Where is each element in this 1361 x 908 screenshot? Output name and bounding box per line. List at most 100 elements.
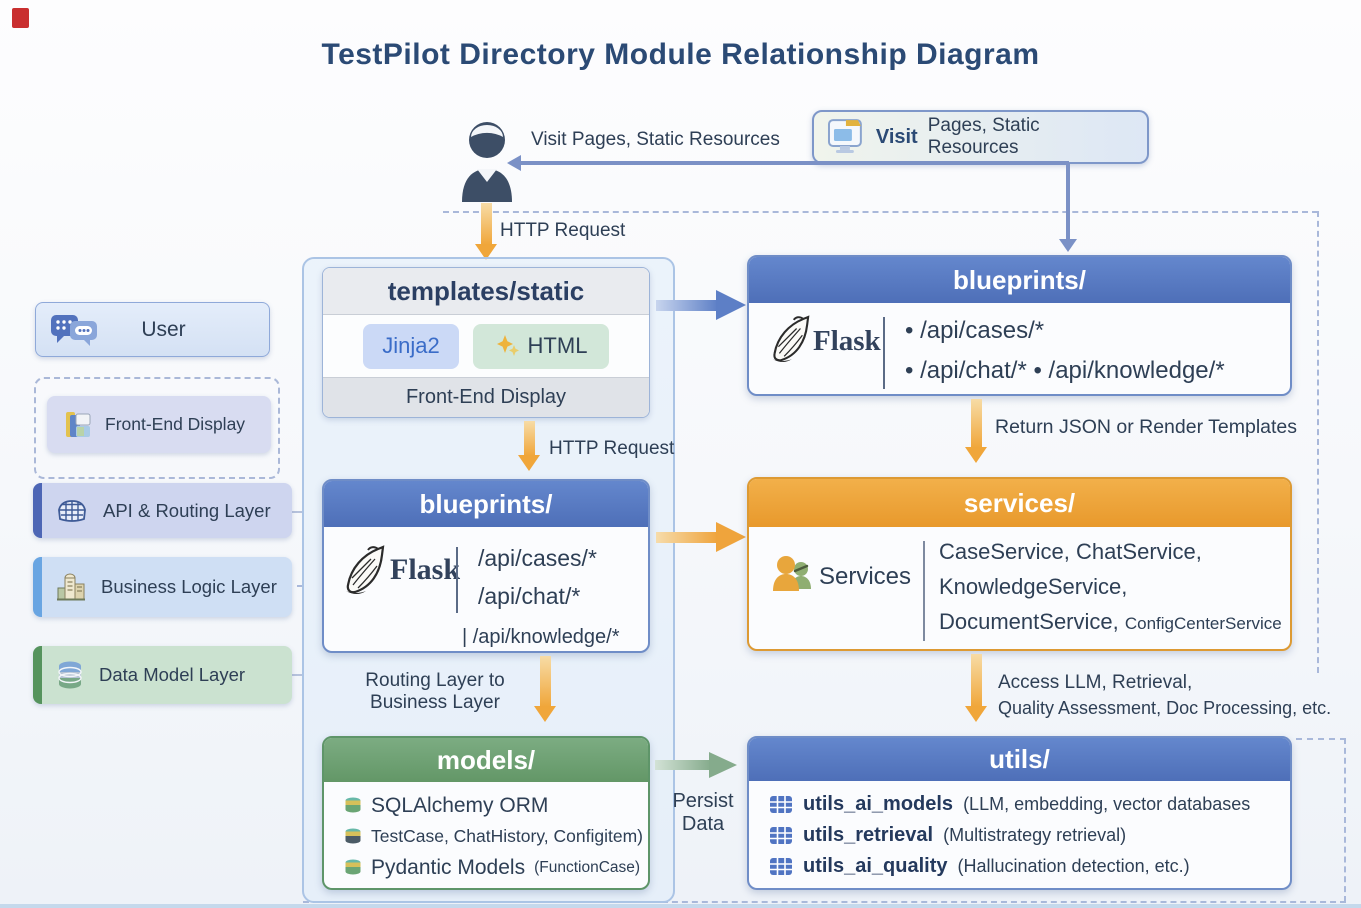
utils-row: utils_retrieval (Multistrategy retrieval… (769, 824, 1126, 847)
blueprints-right-body: Flask • /api/cases/* • /api/chat/* • /ap… (749, 303, 1290, 394)
visit-pages-label: Visit Pages, Static Resources (531, 129, 780, 150)
page-title: TestPilot Directory Module Relationship … (321, 38, 1040, 71)
visit-to-blueprints-arrow-line (1066, 163, 1070, 240)
models-to-utils-arrow (655, 760, 711, 770)
flask-feather-icon (346, 545, 385, 594)
utils-body: utils_ai_models (LLM, embedding, vector … (749, 781, 1290, 888)
dashed-right-lower-line (1344, 738, 1346, 902)
table-grid-icon (770, 827, 792, 844)
routing-arrow (540, 656, 551, 707)
legend-connector (291, 511, 303, 513)
visit-to-user-arrow-line (520, 161, 1069, 165)
services-box: services/ Services CaseService, ChatServ… (747, 477, 1292, 651)
model-row: SQLAlchemy ORM (344, 794, 548, 818)
models-box: models/ SQLAlchemy ORM TestCase, ChatHis… (322, 736, 650, 890)
api-grid-icon (58, 499, 86, 522)
flask-feather-icon (772, 315, 810, 363)
utils-row: utils_ai_quality (Hallucination detectio… (769, 855, 1190, 878)
route-chat: /api/chat/* (478, 583, 581, 609)
services-label: Services (819, 563, 912, 590)
templates-static-body: Jinja2 HTML (323, 315, 649, 377)
access-llm-arrow (971, 654, 982, 707)
return-json-arrowhead (965, 447, 987, 463)
services-title: services/ (749, 479, 1290, 527)
http-request-label-2: HTTP Request (549, 438, 675, 459)
sparkles-icon (496, 335, 519, 356)
routing-arrowhead (534, 706, 556, 722)
models-title: models/ (324, 738, 648, 782)
visit-box-rest-label: Pages, Static Resources (927, 115, 1040, 158)
user-icon (462, 122, 512, 202)
route-bullet-1: • /api/cases/* (905, 317, 1045, 344)
model-row: Pydantic Models (FunctionCase) (344, 856, 640, 880)
blueprints-center-body: Flask /api/cases/* /api/chat/* | /api/kn… (324, 527, 648, 651)
blueprints-center-title: blueprints/ (324, 481, 648, 527)
database-icon (345, 859, 361, 875)
legend-user-label: User (141, 317, 186, 341)
database-icon (345, 797, 361, 813)
window-layout-icon (66, 411, 91, 437)
legend-frontend-frame (34, 377, 280, 479)
building-icon (57, 573, 85, 601)
divider (883, 317, 885, 389)
access-llm-label: Access LLM, Retrieval, Quality Assessmen… (998, 672, 1332, 718)
table-grid-icon (770, 796, 792, 813)
legend-connector-dashed (286, 585, 303, 587)
routing-layer-label: Routing Layer to Business Layer (365, 670, 505, 713)
blueprints-box-center: blueprints/ Flask /api/cases/* /api/chat… (322, 479, 650, 653)
flask-wordmark: Flask (813, 325, 881, 357)
legend-business-logic-label: Business Logic Layer (101, 576, 277, 597)
dashed-corner-line (1296, 738, 1346, 740)
utils-title: utils/ (749, 738, 1290, 781)
blueprints-to-services-arrow (656, 532, 718, 543)
divider (923, 541, 925, 641)
visit-box-bold-label: Visit (875, 125, 918, 148)
return-json-arrow (971, 399, 982, 448)
templates-to-blueprints-arrow (656, 300, 718, 311)
monitor-icon (827, 119, 862, 153)
database-icon (58, 661, 82, 689)
red-marker (12, 8, 29, 28)
route-knowledge: | /api/knowledge/* (462, 626, 620, 648)
templates-static-title: templates/static (323, 268, 649, 315)
access-llm-arrowhead (965, 706, 987, 722)
html-chip: HTML (473, 323, 609, 369)
http-request-arrow (481, 203, 492, 245)
jinja2-chip: Jinja2 (363, 323, 459, 369)
bottom-edge-strip (0, 904, 1361, 908)
table-grid-icon (770, 858, 792, 875)
persist-data-label: Persist Data (672, 790, 734, 835)
legend-user: User (35, 302, 270, 357)
templates-static-box: templates/static Jinja2 HTML Front-End D… (322, 267, 650, 418)
services-body: Services CaseService, ChatService, Knowl… (749, 527, 1290, 649)
legend-data-model: Data Model Layer (33, 646, 292, 704)
legend-bar (33, 557, 42, 617)
visit-to-user-arrowhead (507, 155, 521, 171)
utils-box: utils/ utils_ai_models (LLM, embedding, … (747, 736, 1292, 890)
services-list: CaseService, ChatService, KnowledgeServi… (939, 539, 1282, 634)
html-chip-label: HTML (527, 333, 588, 358)
route-cases: /api/cases/* (478, 545, 597, 571)
templates-to-blueprints-arrowhead (716, 290, 746, 320)
return-json-label: Return JSON or Render Templates (995, 416, 1298, 438)
utils-row: utils_ai_models (LLM, embedding, vector … (769, 793, 1250, 816)
dashed-right-line (1317, 211, 1319, 673)
blueprints-to-services-arrowhead (716, 522, 746, 552)
legend-bar (33, 483, 42, 538)
legend-connector (290, 674, 303, 676)
legend-api-routing: API & Routing Layer (33, 483, 292, 538)
legend-front-end-label: Front-End Display (105, 414, 246, 434)
visit-box: Visit Pages, Static Resources (812, 110, 1149, 164)
blueprints-right-title: blueprints/ (749, 257, 1290, 303)
legend-data-model-label: Data Model Layer (99, 664, 246, 685)
chat-bubbles-icon (51, 314, 97, 346)
blueprints-box-right: blueprints/ Flask • /api/cases/* • /api/… (747, 255, 1292, 396)
models-body: SQLAlchemy ORM TestCase, ChatHistory, Co… (324, 782, 648, 888)
legend-api-routing-label: API & Routing Layer (103, 499, 271, 521)
http-request-arrow-2 (524, 421, 535, 456)
http-request-arrowhead-2 (518, 455, 540, 471)
flask-wordmark: Flask (390, 553, 461, 586)
services-people-icon (773, 556, 811, 591)
templates-static-footer: Front-End Display (323, 377, 649, 417)
